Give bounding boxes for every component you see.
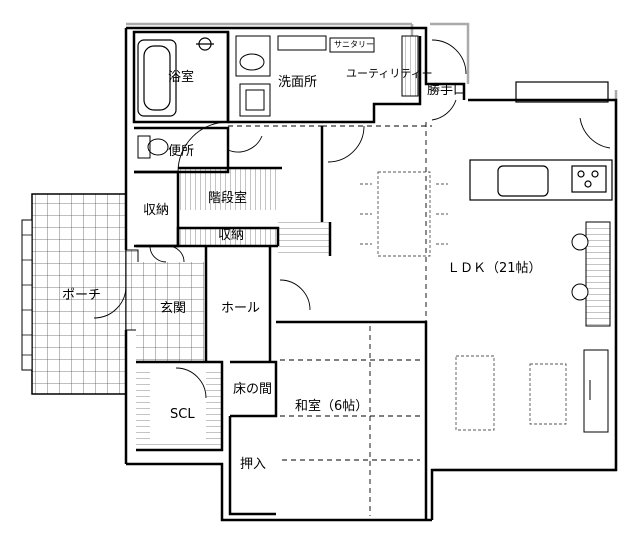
room-label-washroom: 洗面所 — [278, 75, 318, 90]
dashed-lines — [228, 122, 432, 516]
room-label-entrance: 玄関 — [160, 301, 187, 316]
tv-board — [583, 349, 609, 433]
room-label-storage: 収納 — [143, 203, 170, 218]
washroom-fixtures — [235, 35, 375, 117]
toilet-fixture — [137, 135, 169, 159]
room-label-storage-2: 収納 — [218, 228, 245, 243]
room-label-toilet: 便所 — [168, 144, 195, 159]
shelf-label: サニタリー — [334, 40, 374, 49]
room-label-bath: 浴室 — [168, 70, 195, 85]
room-label-washitsu: 和室（6帖） — [295, 399, 369, 414]
door-swings — [93, 39, 611, 399]
bathtub — [137, 37, 214, 117]
entrance-floor — [136, 262, 204, 362]
ldk-deck — [401, 35, 611, 327]
scl-floor — [136, 370, 222, 450]
stair-treads — [178, 168, 330, 254]
room-label-closet: 押入 — [240, 457, 267, 472]
porch-tiles — [21, 193, 139, 395]
walls — [124, 26, 618, 522]
kitchen-island — [469, 81, 613, 201]
room-label-stairs: 階段室 — [208, 191, 248, 206]
room-label-porch: ポーチ — [62, 288, 102, 303]
room-label-hall: ホール — [221, 301, 261, 316]
bar-stools — [571, 233, 589, 301]
room-label-back-door: 勝手口 — [427, 83, 467, 98]
room-label-scl: SCL — [170, 407, 195, 422]
room-label-utility: ユーティリティー — [346, 67, 433, 80]
room-label-ldk: ＬＤＫ（21帖） — [447, 261, 542, 276]
room-label-tokonoma: 床の間 — [233, 382, 273, 397]
living-furniture — [455, 355, 567, 431]
dining-table — [360, 171, 448, 257]
